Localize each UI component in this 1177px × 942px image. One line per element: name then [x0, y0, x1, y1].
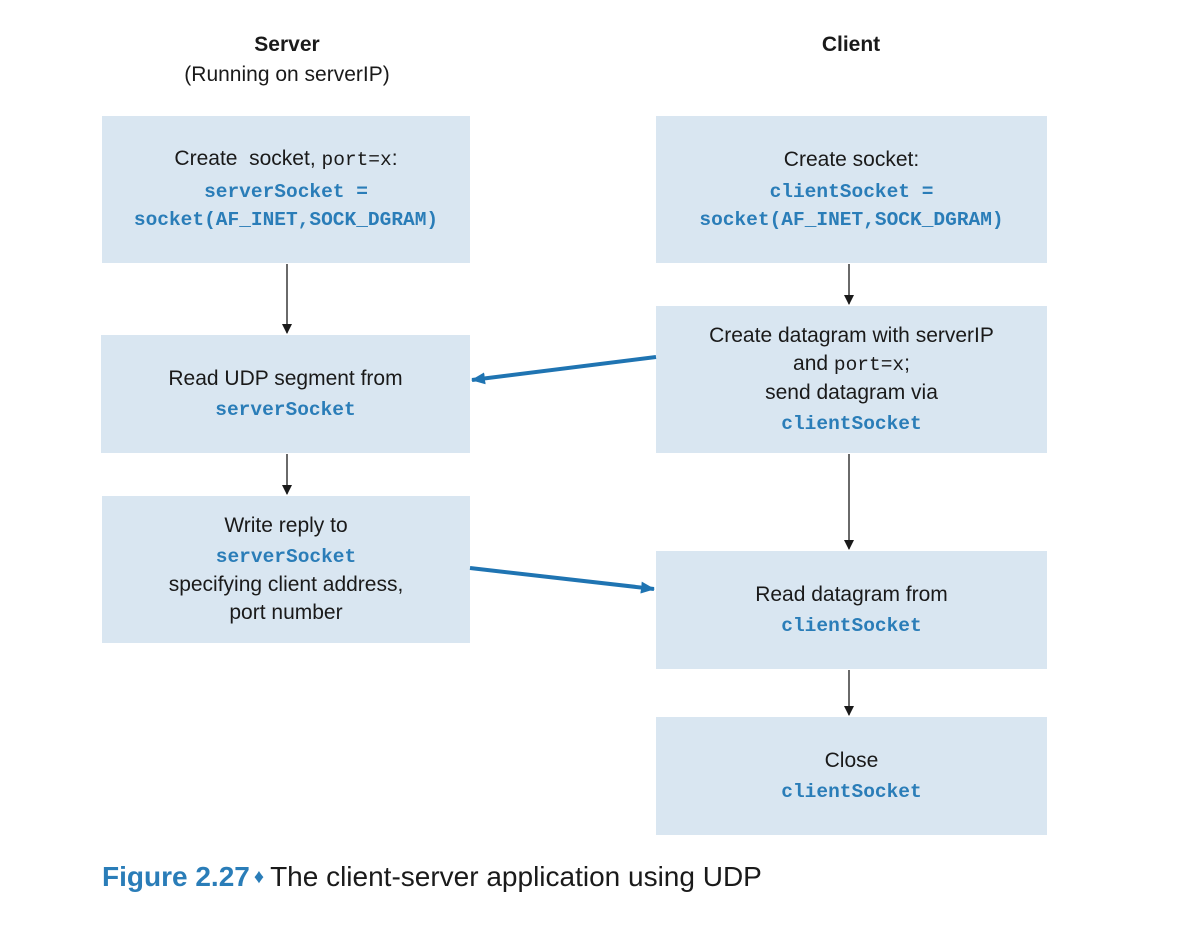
server-write-text-2: specifying client address,: [168, 573, 404, 596]
figure-caption: Figure 2.27♦The client-server applicatio…: [102, 857, 762, 897]
client-read-code: clientSocket: [781, 614, 922, 637]
server-read-text: Read UDP segment from: [168, 366, 403, 390]
server-port-value: port=x: [321, 149, 392, 171]
caption-text: The client-server application using UDP: [270, 861, 762, 892]
server-socket-code-1: serverSocket =: [204, 181, 368, 203]
client-send-semicolon: ;: [904, 351, 910, 375]
server-to-client-reply-arrow: [469, 566, 655, 594]
server-write-text-3: port number: [229, 601, 343, 624]
server-subtitle: (Running on serverIP): [184, 63, 390, 86]
client-create-text: Create socket:: [783, 147, 920, 171]
client-to-server-datagram-arrow: [471, 355, 657, 385]
client-close-text: Close: [824, 748, 879, 772]
client-read-text: Read datagram from: [755, 582, 948, 606]
client-title: Client: [821, 33, 881, 56]
figure-number: Figure 2.27: [102, 861, 250, 892]
client-close-code: clientSocket: [781, 780, 922, 803]
server-heading: Server (Running on serverIP): [102, 30, 472, 90]
client-send-text-2: send datagram via: [765, 380, 938, 404]
server-write-code: serverSocket: [215, 546, 357, 568]
client-send-and: and: [793, 351, 829, 375]
server-socket-code-2: socket(AF_INET,SOCK_DGRAM): [133, 209, 439, 231]
client-socket-code-1: clientSocket =: [769, 180, 934, 203]
client-port-value: port=x: [833, 353, 905, 376]
server-write-text-1: Write reply to: [224, 514, 348, 537]
client-send-text-1: Create datagram with serverIP: [709, 323, 994, 347]
server-create-colon: :: [391, 147, 398, 170]
server-create-text: Create socket,: [174, 147, 316, 170]
client-close-box: Close clientSocket: [656, 717, 1047, 835]
server-write-reply-box: Write reply to serverSocket specifying c…: [102, 496, 470, 643]
client-create-socket-box: Create socket: clientSocket = socket(AF_…: [656, 116, 1047, 263]
client-read-datagram-box: Read datagram from clientSocket: [656, 551, 1047, 669]
client-send-code: clientSocket: [781, 412, 922, 435]
server-read-code: serverSocket: [215, 398, 356, 421]
server-title: Server: [254, 33, 320, 56]
client-heading: Client: [656, 30, 1046, 60]
server-create-socket-box: Create socket, port=x: serverSocket = so…: [102, 116, 470, 263]
client-socket-code-2: socket(AF_INET,SOCK_DGRAM): [699, 208, 1004, 231]
server-read-segment-box: Read UDP segment from serverSocket: [101, 335, 470, 453]
caption-separator-icon: ♦: [253, 866, 265, 888]
client-send-datagram-box: Create datagram with serverIP and port=x…: [656, 306, 1047, 453]
